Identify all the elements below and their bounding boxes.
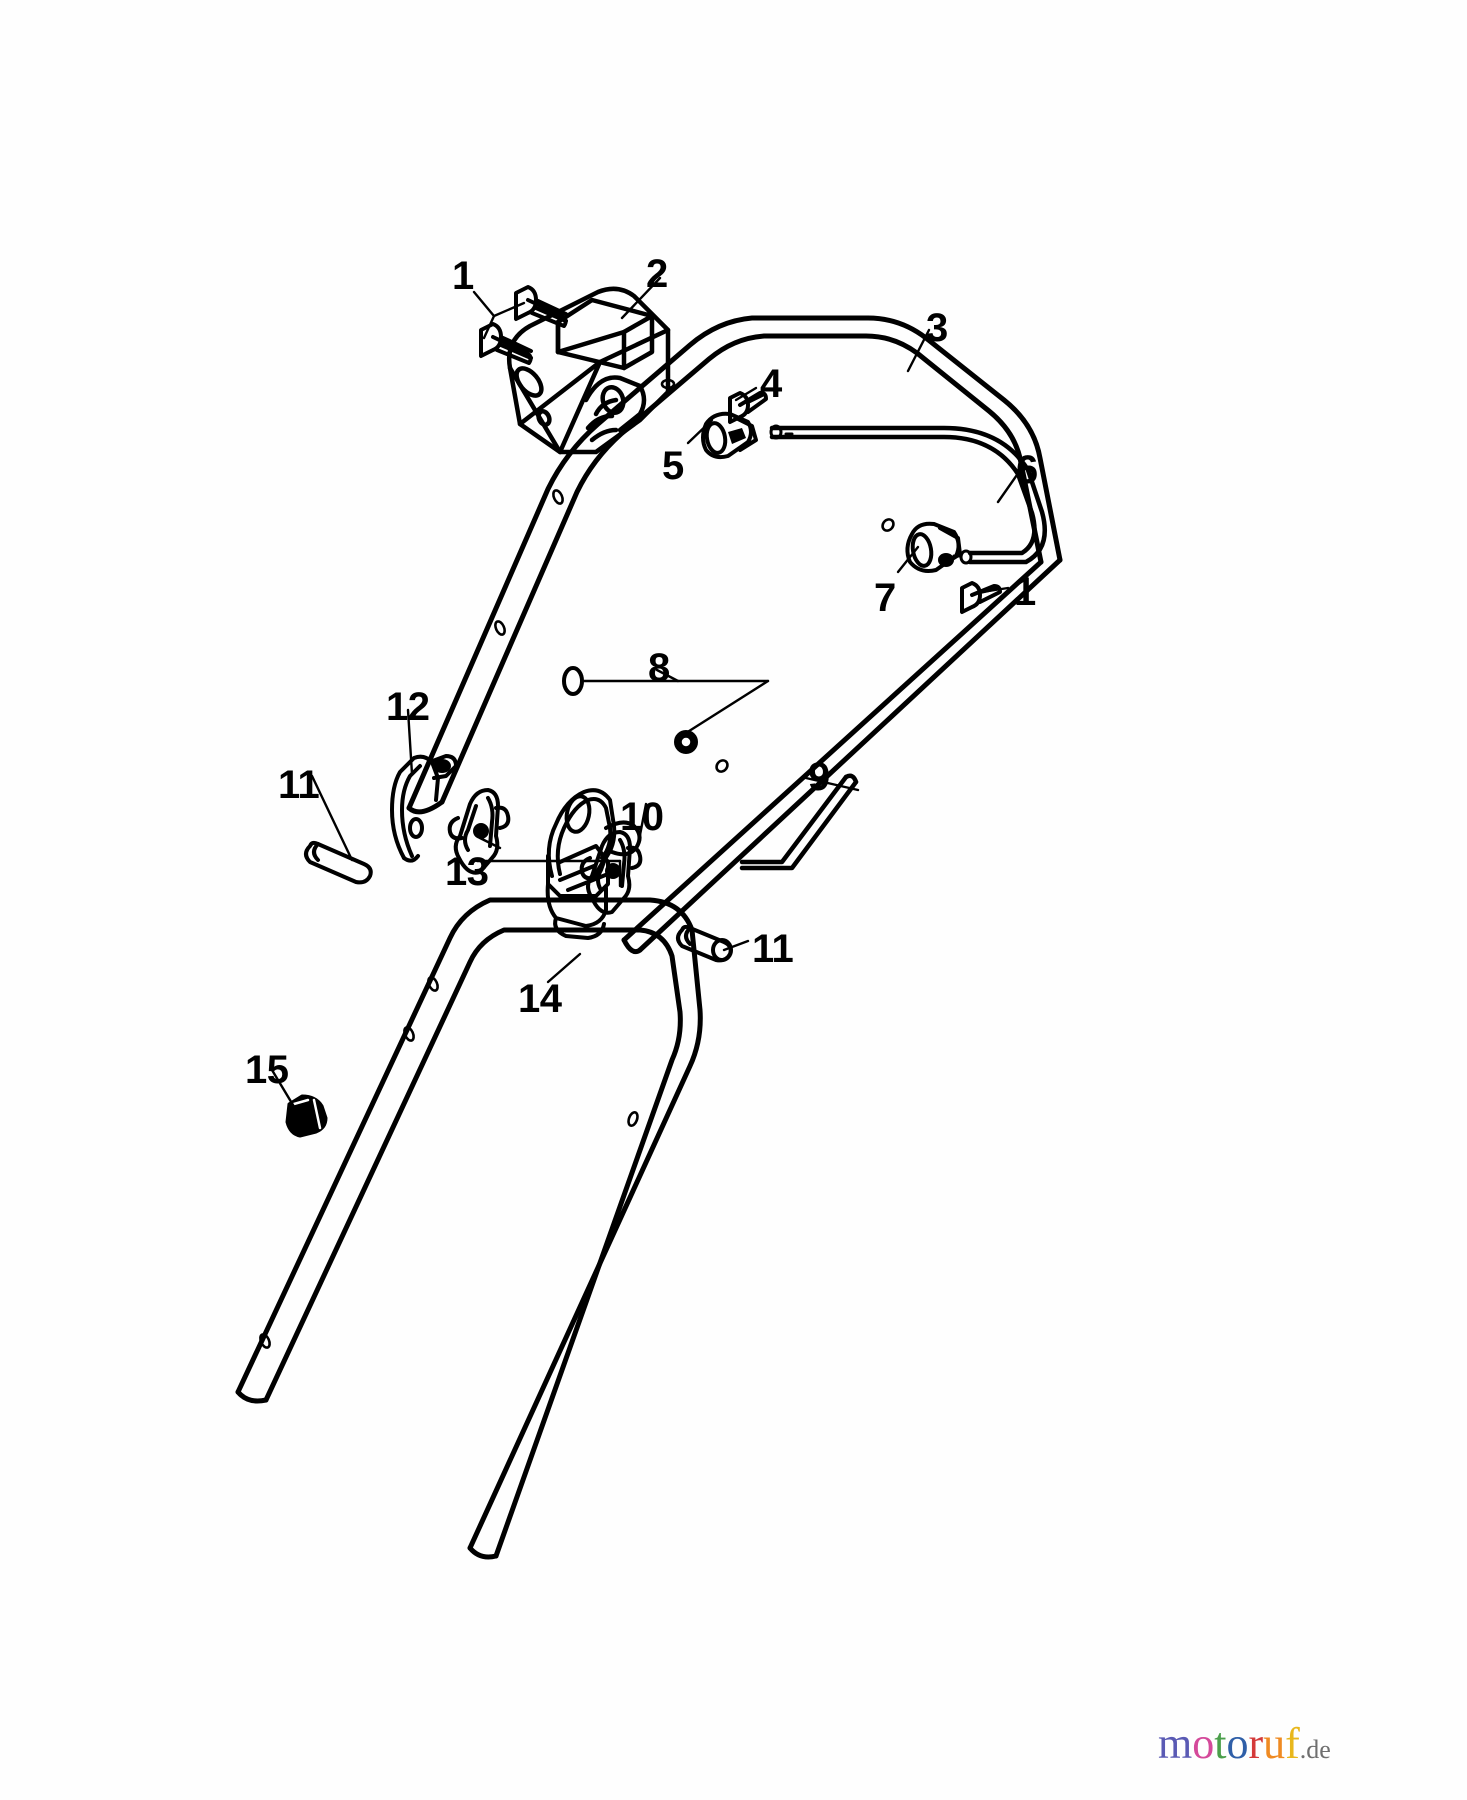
handle-bracket-12: [390, 754, 458, 863]
callout-6-cable: 6: [1016, 448, 1038, 492]
watermark-char-u: u: [1263, 1719, 1286, 1768]
watermark-char-f: f: [1285, 1719, 1300, 1768]
watermark-char-m: m: [1158, 1719, 1193, 1768]
callout-13-knob: 13: [445, 850, 489, 894]
wire-bail: [739, 773, 859, 871]
handle-knob-a: [447, 788, 511, 875]
callout-4-screw: 4: [760, 362, 782, 406]
upper-handle-right-leg: [621, 557, 1063, 955]
callout-1-screw-right: 1: [1014, 570, 1036, 614]
screw-upper-b: [479, 322, 533, 365]
callout-1-screw-left: 1: [452, 254, 474, 298]
motoruf-watermark: motoruf.de: [1158, 1722, 1331, 1766]
callout-3-upper-handle: 3: [926, 306, 948, 350]
callout-9-wire-bail: 9: [808, 755, 830, 799]
callout-10-guide: 10: [620, 795, 664, 839]
lower-handle-holes: [259, 976, 639, 1349]
handle-bolt-right: [676, 924, 733, 963]
washer-part8: [562, 666, 584, 696]
cable-clamp-right: [905, 521, 962, 573]
callout-5-cable-clamp: 5: [662, 444, 684, 488]
callout-11-bolt-right: 11: [752, 927, 794, 971]
callout-2-switch-box: 2: [646, 252, 668, 296]
lower-handle-bar: [235, 897, 703, 1560]
callout-8-washer-nut: 8: [648, 646, 670, 690]
handle-bolt-left: [304, 840, 373, 885]
callout-15-end-cap: 15: [245, 1048, 289, 1092]
switch-box-body: [506, 286, 671, 455]
nut-part8: [674, 730, 698, 754]
leader-lines: [270, 276, 1021, 1112]
callout-12-bracket: 12: [386, 685, 430, 729]
watermark-char-o2: o: [1226, 1719, 1249, 1768]
watermark-char-o1: o: [1192, 1719, 1215, 1768]
watermark-char-t: t: [1214, 1719, 1227, 1768]
watermark-char-r: r: [1248, 1719, 1264, 1768]
callout-14-lower-handle: 14: [518, 977, 562, 1021]
handle-mounting-holes: [494, 378, 895, 773]
watermark-tld: .de: [1299, 1735, 1331, 1764]
upper-handle-bar-outline: [406, 315, 1063, 815]
callout-7-cable-clamp: 7: [874, 576, 896, 620]
cable-clamp-left: [701, 411, 758, 460]
end-cap-bushing: [285, 1094, 328, 1138]
callout-11-bolt-left: 11: [278, 763, 320, 807]
screw-upper-a: [514, 285, 568, 328]
